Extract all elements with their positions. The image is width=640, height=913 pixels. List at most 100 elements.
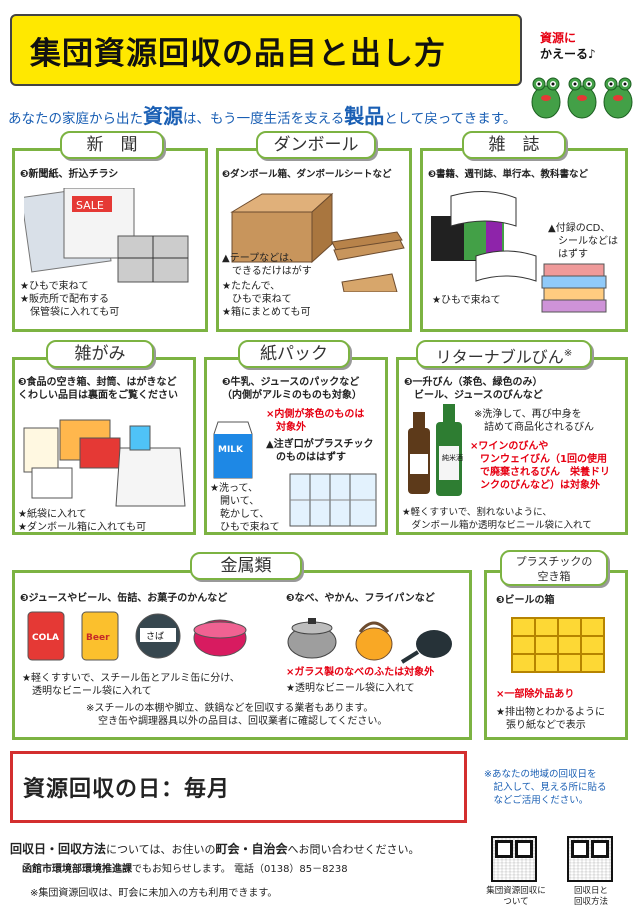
magazine-cd-note-1: ▲付録のCD、 [548, 223, 611, 234]
cardboard-label: ダンボール [256, 131, 376, 159]
bottle-items-line1: ❸一升びん（茶色、緑色のみ） [404, 377, 543, 388]
sake-bottle-label: 純米酒 [442, 453, 463, 462]
bottle-wash-note-2: 詰めて商品化されるびん [474, 422, 594, 433]
mixed-paper-items-line2: くわしい品目は裏面をご覧ください [18, 390, 178, 401]
cola-can-label: COLA [32, 633, 59, 643]
magazine-note: ★ひもで束ねて [432, 295, 501, 306]
metal-pot-note: ★透明なビニール袋に入れて [286, 683, 415, 694]
frog-slogan: 資源に かえーる♪ [540, 30, 596, 62]
frog-slogan-line1: 資源に [540, 31, 577, 45]
metal-note-1: ★軽くすすいで、スチール缶とアルミ缶に分け、 [22, 673, 240, 684]
qr-code-collection-info[interactable] [491, 836, 537, 882]
bottle-red-note-3: で廃棄されるびん 栄養ドリ [470, 467, 610, 478]
schedule-note-2: 記入して、見える所に貼る [484, 782, 607, 793]
qr1-caption: 集団資源回収に ついて [482, 886, 550, 908]
carton-note-4: ひもで束ねて [210, 522, 280, 533]
qr2-caption-2: 回収方法 [573, 897, 608, 907]
metal-red-note: ×ガラス製のなべのふたは対象外 [286, 667, 435, 678]
footer-note: ※集団資源回収は、町会に未加入の方も利用できます。 [30, 888, 278, 899]
mixed-paper-image [23, 419, 186, 507]
magazine-label: 雑 誌 [462, 131, 566, 159]
carton-red-note: ×内側が茶色のものは 対象外 [266, 408, 364, 434]
footer-office-name: 函館市環境部環境推進課 [22, 864, 132, 875]
carton-spout-note-1: ▲注ぎ口がプラスチック [266, 439, 374, 450]
mixed-paper-items-line1: ❸食品の空き箱、封筒、はがきなど [18, 377, 177, 388]
beer-crate-image [511, 617, 605, 673]
carton-red-note-1: ×内側が茶色のものは [266, 409, 365, 420]
collection-day-box: 資源回収の日：毎月 [10, 751, 467, 823]
plastic-crate-label-line2: 空き箱 [537, 570, 571, 583]
cardboard-note-1: ★たたんで、 [222, 281, 281, 292]
subtitle-resource: 資源 [143, 104, 183, 128]
bottle-note-1: ★軽くすすいで、割れないように、 [402, 507, 552, 518]
cardboard-tape-note-2: できるだけはがす [222, 266, 312, 277]
newspaper-image: SALE [24, 188, 189, 283]
schedule-note-1: ※あなたの地域の回収日を [484, 769, 597, 780]
magazine-image [431, 190, 607, 313]
bottle-red-note: ×ワインのびんや ワンウェイびん（1回の使用 で廃棄されるびん 栄養ドリ ンクの… [470, 440, 610, 492]
magazine-cd-note-3: はずす [548, 249, 588, 260]
cardboard-tape-note-1: ▲テープなどは、 [222, 253, 300, 264]
schedule-note-3: などご活用ください。 [484, 795, 589, 806]
newspaper-items: ❸新聞紙、折込チラシ [20, 169, 119, 180]
title-banner: 集団資源回収の品目と出し方 [10, 14, 522, 86]
metal-notes: ★軽くすすいで、スチール缶とアルミ缶に分け、 透明なビニール袋に入れて [22, 672, 240, 698]
qr-code-collection-schedule[interactable] [567, 836, 613, 882]
svg-text:SALE: SALE [76, 199, 104, 212]
metal-footnote: ※スチールの本棚や脚立、鉄鍋などを回収する業者もあります。 空き缶や調理器具以外… [86, 702, 387, 728]
metal-footnote-1: ※スチールの本棚や脚立、鉄鍋などを回収する業者もあります。 [86, 703, 374, 714]
metal-label: 金属類 [190, 552, 302, 580]
qr1-caption-1: 集団資源回収に [486, 886, 546, 896]
mixed-paper-note-2: ★ダンボール箱に入れても可 [18, 522, 147, 533]
cardboard-tape-note: ▲テープなどは、 できるだけはがす [222, 252, 312, 278]
plastic-crate-label: プラスチックの 空き箱 [500, 550, 608, 586]
bottle-wash-note-1: ※洗浄して、再び中身を [474, 409, 582, 420]
metal-cans-items: ❸ジュースやビール、缶詰、お菓子のかんなど [20, 593, 228, 604]
subtitle-part2: は、もう一度生活を支える [183, 111, 345, 127]
plastic-crate-note-2: 張り紙などで表示 [496, 720, 586, 731]
collection-day-text: 資源回収の日：毎月 [23, 777, 231, 802]
carton-spout-note: ▲注ぎ口がプラスチック のものははずす [266, 438, 374, 464]
footer-bold-1: 回収日・回収方法 [10, 842, 107, 856]
mixed-paper-items: ❸食品の空き箱、封筒、はがきなど くわしい品目は裏面をご覧ください [18, 376, 178, 402]
carton-notes: ★洗って、 開いて、 乾かして、 ひもで束ねて [210, 482, 280, 534]
bottle-items-line2: ビール、ジュースのびんなど [404, 390, 543, 401]
cardboard-note-3: ★箱にまとめても可 [222, 307, 311, 318]
subtitle: あなたの家庭から出た資源は、もう一度生活を支える製品として戻ってきます。 [8, 100, 516, 129]
newspaper-label: 新 聞 [60, 131, 164, 159]
metal-footnote-2: 空き缶や調理器具以外の品目は、回収業者に確認してください。 [98, 716, 388, 727]
beer-can-label: Beer [86, 633, 110, 643]
bottle-image: 純米酒 [408, 404, 463, 496]
bottle-wash-note: ※洗浄して、再び中身を 詰めて商品化されるびん [474, 408, 594, 434]
saba-can-label: さば [146, 631, 164, 642]
bottle-red-note-4: ンクのびんなど）は対象外 [470, 480, 600, 491]
metal-note-2: 透明なビニール袋に入れて [22, 686, 152, 697]
mixed-paper-label: 雑がみ [46, 340, 154, 368]
cardboard-items: ❸ダンボール箱、ダンボールシートなど [222, 169, 392, 180]
subtitle-part1: あなたの家庭から出た [8, 111, 143, 127]
newspaper-note-3: 保管袋に入れても可 [20, 307, 120, 318]
cardboard-notes: ★たたんで、 ひもで束ねて ★箱にまとめても可 [222, 280, 310, 319]
newspaper-note-1: ★ひもで束ねて [20, 281, 89, 292]
mixed-paper-notes: ★紙袋に入れて ★ダンボール箱に入れても可 [18, 508, 146, 534]
carton-note-3: 乾かして、 [210, 509, 270, 520]
bottle-notes: ★軽くすすいで、割れないように、 ダンボール箱か透明なビニール袋に入れて [402, 506, 592, 532]
newspaper-notes: ★ひもで束ねて ★販売所で配布する 保管袋に入れても可 [20, 280, 119, 319]
footer-office-line: 函館市環境部環境推進課でもお知らせします。 電話（0138）85－8238 [22, 860, 348, 875]
bottle-red-note-1: ×ワインのびんや [470, 441, 549, 452]
bottle-red-note-2: ワンウェイびん（1回の使用 [470, 454, 607, 465]
carton-items-line1: ❸牛乳、ジュースのパックなど [222, 377, 360, 388]
bottle-label: リターナブルびん※ [416, 340, 592, 368]
page-title: 集団資源回収の品目と出し方 [30, 35, 446, 72]
plastic-crate-notes: ★排出物とわかるように 張り紙などで表示 [496, 706, 605, 732]
newspaper-note-2: ★販売所で配布する [20, 294, 109, 305]
carton-label: 紙パック [238, 340, 350, 368]
plastic-crate-label-line1: プラスチックの [515, 555, 593, 568]
footer-contact-line: 回収日・回収方法については、お住いの町会・自治会へお問い合わせください。 [10, 840, 419, 857]
footer-mid-1: については、お住いの [106, 843, 216, 856]
carton-items: ❸牛乳、ジュースのパックなど （内側がアルミのものも対象） [222, 376, 362, 402]
qr1-caption-2: ついて [503, 897, 529, 907]
carton-note-1: ★洗って、 [210, 483, 258, 494]
bottle-items: ❸一升びん（茶色、緑色のみ） ビール、ジュースのびんなど [404, 376, 543, 402]
bottle-note-2: ダンボール箱か透明なビニール袋に入れて [402, 520, 592, 531]
